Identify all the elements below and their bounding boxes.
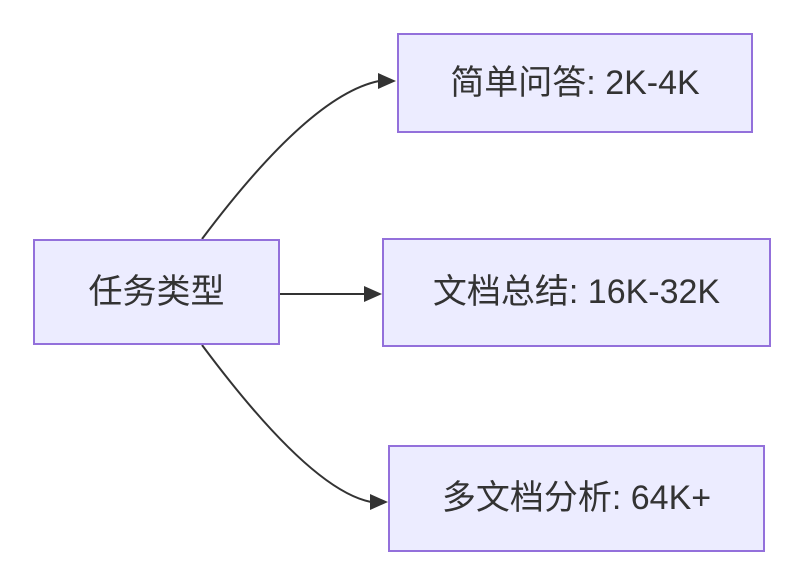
node-task-type-label: 任务类型 — [88, 272, 225, 311]
arrowhead-icon — [378, 73, 396, 89]
node-simple-qa-label: 简单问答: 2K-4K — [450, 63, 700, 102]
node-doc-summary: 文档总结: 16K-32K — [382, 238, 771, 347]
node-multi-doc-analysis: 多文档分析: 64K+ — [388, 445, 765, 552]
arrowhead-icon — [364, 286, 382, 302]
node-task-type: 任务类型 — [33, 239, 280, 345]
node-simple-qa: 简单问答: 2K-4K — [397, 33, 753, 133]
arrowhead-icon — [370, 494, 388, 510]
node-doc-summary-label: 文档总结: 16K-32K — [432, 273, 721, 312]
connector-root-to-branch0 — [201, 73, 396, 240]
connector-root-to-branch2 — [201, 344, 388, 510]
node-multi-doc-analysis-label: 多文档分析: 64K+ — [441, 479, 712, 518]
connector-root-to-branch1 — [280, 286, 382, 302]
